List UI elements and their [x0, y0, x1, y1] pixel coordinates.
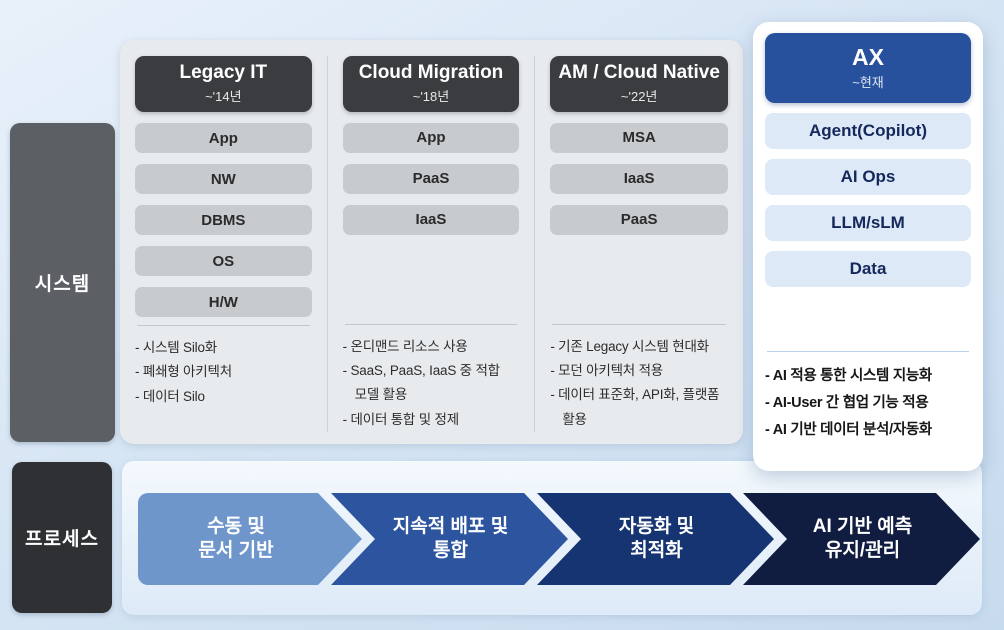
bullet: - AI 적용 통한 시스템 지능화 — [765, 368, 932, 384]
bullet: - 데이터 통합 및 정제 — [342, 411, 459, 427]
column-stack: MSA IaaS PaaS — [550, 122, 728, 316]
column-title: Legacy IT — [179, 62, 268, 84]
bullet: - AI 기반 데이터 분석/자동화 — [765, 421, 932, 438]
ax-bullets: - AI 적용 통한 시스템 지능화 - AI-User 간 협업 기능 적용 … — [765, 363, 971, 443]
stack-item: IaaS — [342, 204, 520, 235]
ax-era-card: AX ~현재 Agent(Copilot) AI Ops LLM/sLM Dat… — [753, 22, 983, 471]
column-header-am-cloud-native: AM / Cloud Native ~'22년 — [550, 56, 728, 112]
arrow-label-line: 최적화 — [630, 540, 683, 561]
stack-item: AI Ops — [765, 159, 971, 195]
column-title: AM / Cloud Native — [558, 61, 720, 83]
ax-stack: Agent(Copilot) AI Ops LLM/sLM Data — [765, 113, 971, 287]
divider — [137, 325, 310, 326]
stack-item: App — [342, 122, 520, 153]
column-cloud-migration: Cloud Migration ~'18년 App PaaS IaaS - 온디… — [328, 56, 536, 432]
process-arrow-cicd: 지속적 배포 및 통합 — [331, 493, 568, 585]
column-stack: App NW DBMS OS H/W — [135, 123, 312, 317]
stack-item: OS — [135, 246, 312, 276]
stack-item: IaaS — [550, 163, 728, 194]
column-bullets: - 시스템 Silo화 - 폐쇄형 아키텍처 - 데이터 Silo — [135, 336, 312, 409]
bullet: - 데이터 표준화, API화, 플랫폼 활용 — [550, 387, 720, 427]
column-bullets: - 온디맨드 리소스 사용 - SaaS, PaaS, IaaS 중 적합 모델… — [343, 335, 520, 432]
column-title: Cloud Migration — [358, 61, 504, 83]
arrow-label-line: AI 기반 예측 — [812, 516, 913, 538]
ax-card-header: AX ~현재 — [765, 33, 971, 103]
bullet: - 시스템 Silo화 — [135, 340, 217, 355]
column-stack: App PaaS IaaS — [342, 122, 520, 316]
process-arrow-ai-ops: AI 기반 예측 유지/관리 — [743, 493, 980, 585]
process-rail-label: 프로세스 — [12, 462, 112, 613]
ax-title: AX — [852, 44, 884, 71]
stack-item: Data — [765, 251, 971, 287]
stack-item: Agent(Copilot) — [765, 113, 971, 149]
arrow-label-line: 수동 및 — [207, 516, 265, 538]
arrow-label-line: 유지/관리 — [824, 540, 901, 561]
bullet: - 폐쇄형 아키텍처 — [135, 364, 232, 380]
stack-item: MSA — [550, 122, 728, 153]
system-rail-label: 시스템 — [10, 123, 115, 442]
arrow-label-line: 문서 기반 — [198, 540, 274, 561]
column-header-cloud-migration: Cloud Migration ~'18년 — [342, 56, 520, 112]
system-era-panel: Legacy IT ~'14년 App NW DBMS OS H/W - 시스템… — [120, 40, 743, 444]
column-legacy-it: Legacy IT ~'14년 App NW DBMS OS H/W - 시스템… — [120, 56, 328, 432]
bullet: - 기존 Legacy 시스템 현대화 — [550, 338, 709, 354]
bullet: - 데이터 Silo — [135, 388, 205, 404]
arrow-label-line: 지속적 배포 및 — [392, 516, 509, 538]
process-arrow-automation: 자동화 및 최적화 — [537, 493, 774, 585]
stack-item: H/W — [135, 287, 312, 317]
stack-item: LLM/sLM — [765, 205, 971, 241]
process-arrow-manual: 수동 및 문서 기반 — [138, 493, 362, 585]
bullet: - AI-User 간 협업 기능 적용 — [765, 394, 929, 411]
stack-item: NW — [135, 164, 312, 194]
divider — [767, 351, 969, 352]
divider — [344, 323, 518, 325]
bullet: - SaaS, PaaS, IaaS 중 적합 모델 활용 — [342, 363, 500, 403]
column-bullets: - 기존 Legacy 시스템 현대화 - 모던 아키텍처 적용 - 데이터 표… — [550, 335, 728, 432]
process-panel: 수동 및 문서 기반 지속적 배포 및 통합 자동화 및 최적화 AI 기반 예… — [122, 461, 982, 615]
stack-item: App — [135, 123, 312, 153]
process-arrow-row: 수동 및 문서 기반 지속적 배포 및 통합 자동화 및 최적화 AI 기반 예… — [138, 493, 980, 585]
arrow-label-line: 자동화 및 — [618, 516, 695, 538]
column-am-cloud-native: AM / Cloud Native ~'22년 MSA IaaS PaaS - … — [535, 56, 743, 432]
column-period: ~'14년 — [205, 88, 242, 104]
stack-item: PaaS — [550, 204, 728, 235]
divider — [552, 323, 726, 325]
bullet: - 모던 아키텍처 적용 — [550, 363, 664, 379]
column-header-legacy-it: Legacy IT ~'14년 — [135, 56, 312, 112]
ax-period: ~현재 — [852, 74, 884, 90]
bullet: - 온디맨드 리소스 사용 — [342, 338, 468, 354]
column-period: ~'18년 — [412, 88, 450, 104]
stack-item: DBMS — [135, 205, 312, 235]
stack-item: PaaS — [342, 163, 520, 194]
arrow-label-line: 통합 — [433, 540, 468, 561]
column-period: ~'22년 — [620, 88, 658, 104]
